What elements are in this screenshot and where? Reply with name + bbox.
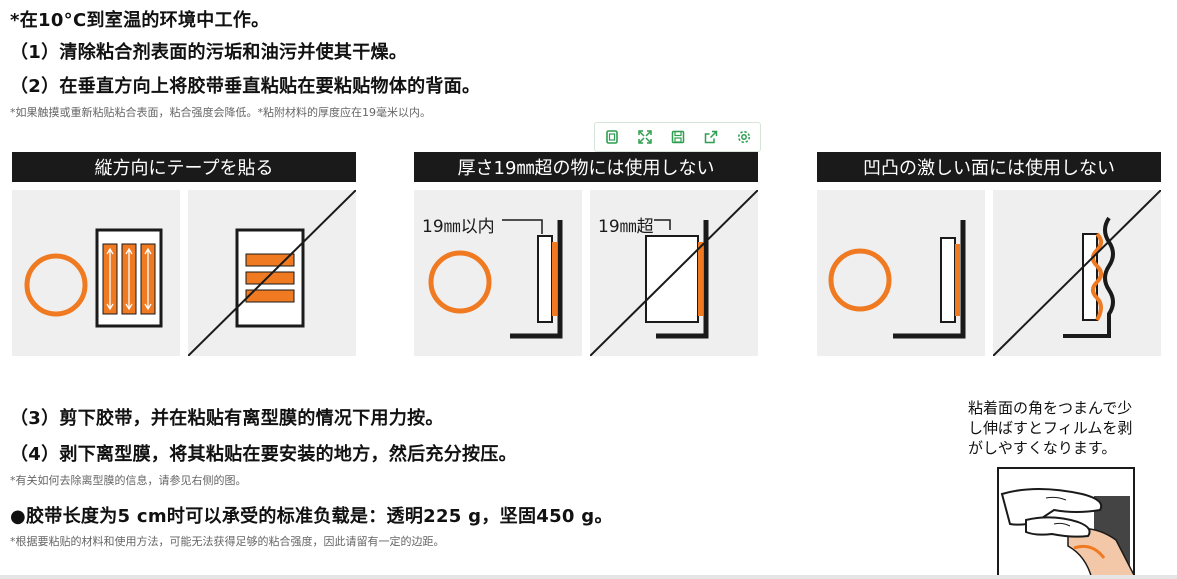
panel-3-ok-box xyxy=(817,190,985,356)
horizontal-tape-strips xyxy=(245,253,295,303)
panel-3-title: 凹凸の激しい面には使用しない xyxy=(817,152,1161,182)
panel-1-title: 縦方向にテープを貼る xyxy=(12,152,356,182)
share-button[interactable] xyxy=(701,127,721,147)
peel-tip-line-1: 粘着面の角をつまんで少 xyxy=(968,399,1133,417)
peel-tip-line-3: がしやすくなります。 xyxy=(968,439,1117,457)
ng-slash-icon xyxy=(188,190,356,356)
panel-2-ok-box: 19㎜以内 xyxy=(414,190,582,356)
note-temperature: *在10°C到室温的环境中工作。 xyxy=(10,10,270,31)
note-adhesion: *如果触摸或重新粘贴粘合表面，粘合强度会降低。*粘附材料的厚度应在19毫米以内。 xyxy=(10,106,431,119)
panel-1-ng-box xyxy=(188,190,356,356)
copy-button[interactable] xyxy=(602,127,622,147)
panel-2-ng-box: 19㎜超 xyxy=(590,190,758,356)
panel-2-title: 厚さ19㎜超の物には使用しない xyxy=(414,152,758,182)
panel-1-ok-box xyxy=(12,190,180,356)
vertical-tape-strips xyxy=(102,243,156,315)
save-button[interactable] xyxy=(668,127,688,147)
copy-icon xyxy=(605,130,618,144)
label-within-19mm: 19㎜以内 xyxy=(422,217,495,237)
settings-icon xyxy=(737,130,750,144)
note-margin: *根据要粘贴的材料和使用方法，可能无法获得足够的粘合强度，因此请留有一定的边距。 xyxy=(10,535,445,548)
image-toolbar xyxy=(594,122,761,152)
peel-film-illustration xyxy=(997,467,1136,579)
ok-circle-icon xyxy=(828,248,892,312)
expand-icon xyxy=(637,130,652,144)
ok-circle-icon xyxy=(24,253,88,317)
save-icon xyxy=(671,130,684,144)
ng-slash-icon xyxy=(993,190,1161,356)
peel-tip-line-2: し伸ばすとフィルムを剥 xyxy=(968,419,1133,437)
note-release-film: *有关如何去除离型膜的信息，请参见右侧的图。 xyxy=(10,474,247,487)
expand-button[interactable] xyxy=(635,127,655,147)
step-4: （4）剥下离型膜，将其粘贴在要安装的地方，然后充分按压。 xyxy=(10,444,517,465)
step-1: （1）清除粘合剂表面的污垢和油污并使其干燥。 xyxy=(10,42,408,63)
peel-tip: 粘着面の角をつまんで少 し伸ばすとフィルムを剥 がしやすくなります。 xyxy=(968,398,1168,458)
step-2: （2）在垂直方向上将胶带垂直粘贴在要粘贴物体的背面。 xyxy=(10,76,481,97)
share-icon xyxy=(704,130,717,144)
settings-button[interactable] xyxy=(734,127,754,147)
label-over-19mm: 19㎜超 xyxy=(598,217,654,237)
ng-slash-icon xyxy=(590,190,758,356)
load-spec: ●胶带长度为5 cm时可以承受的标准负载是：透明225 g，坚固450 g。 xyxy=(10,506,613,527)
ok-circle-icon xyxy=(428,250,492,314)
step-3: （3）剪下胶带，并在粘贴有离型膜的情况下用力按。 xyxy=(10,408,444,429)
panel-3-ng-box xyxy=(993,190,1161,356)
bottom-divider xyxy=(0,575,1177,579)
